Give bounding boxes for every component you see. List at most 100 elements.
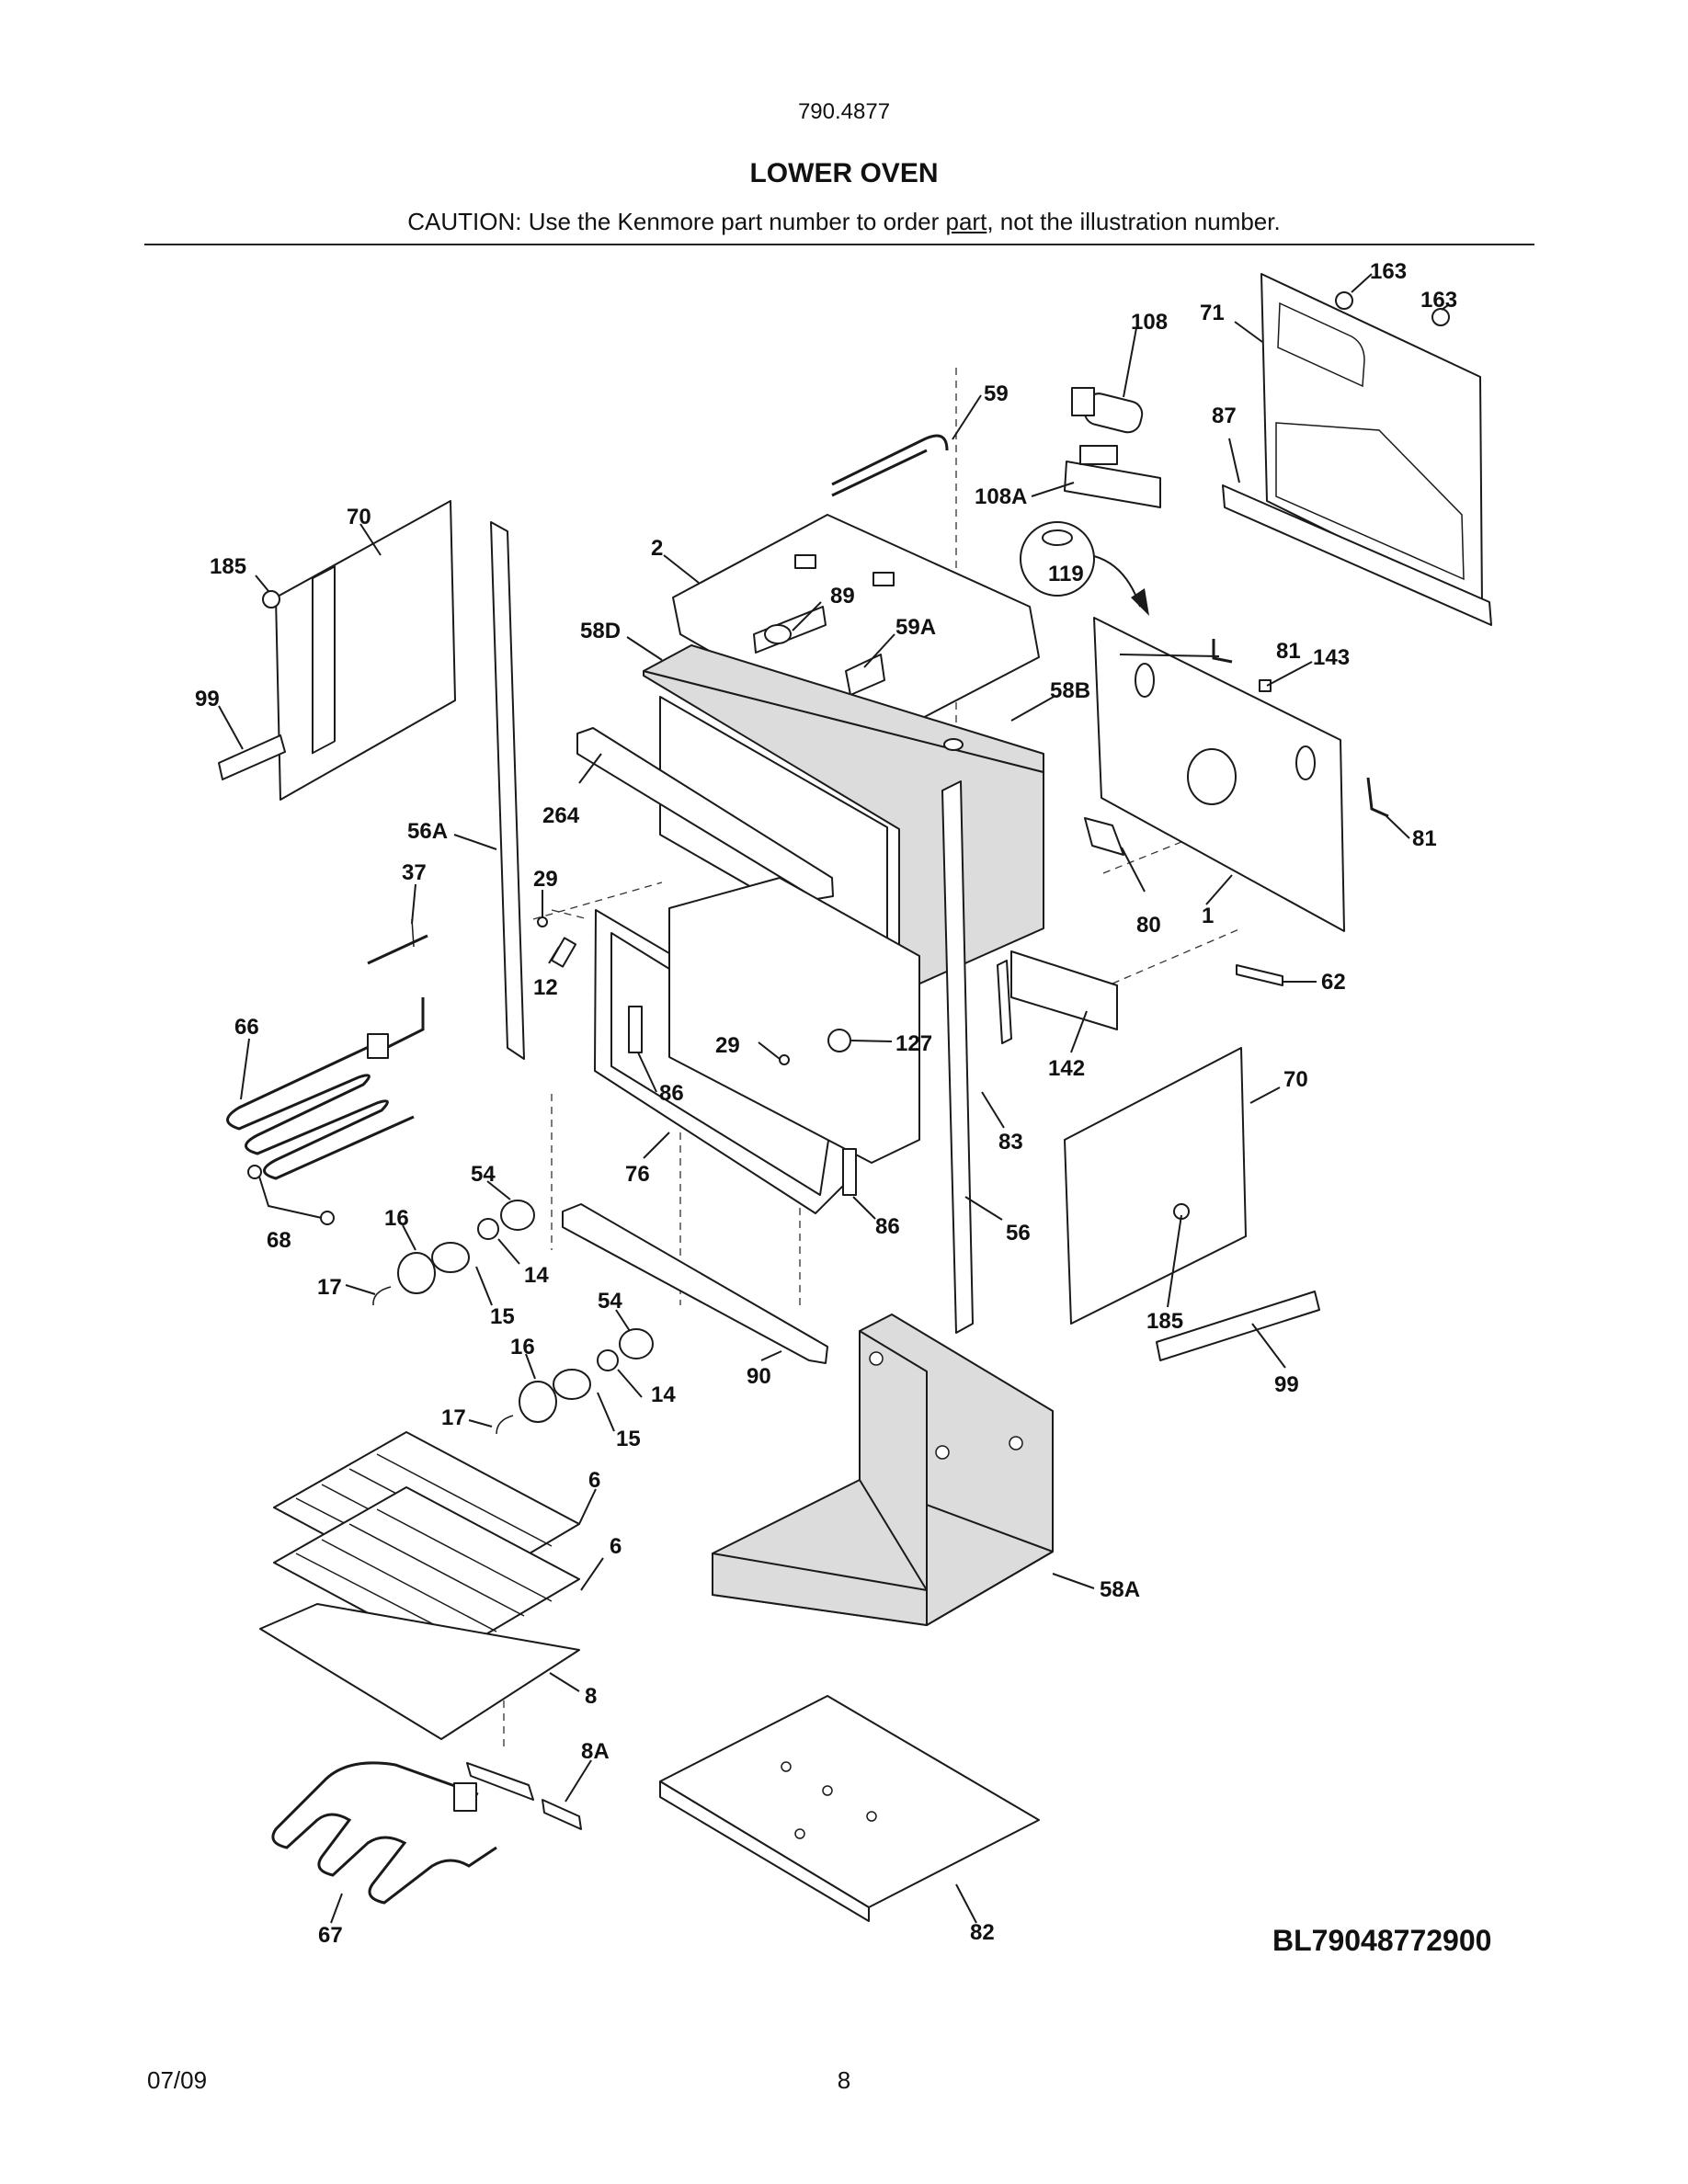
callout-81: 81 [1276, 639, 1301, 664]
callout-56: 56 [1006, 1221, 1031, 1246]
callout-99: 99 [195, 687, 220, 711]
oven-cavity-76 [594, 877, 920, 1214]
exploded-parts-diagram: 163 163 71 108 59 87 108A 70 185 2 119 8… [195, 259, 1492, 1948]
callout-labels: 163 163 71 108 59 87 108A 70 185 2 119 8… [195, 259, 1457, 1948]
bracket-8A [466, 1762, 582, 1830]
bake-element-127 [827, 1029, 851, 1052]
revision-date: 07/09 [147, 2066, 208, 2094]
callout-54: 54 [598, 1289, 622, 1314]
light-assembly-upper [372, 1200, 535, 1306]
trim-56A [490, 521, 525, 1060]
top-panel-2 [672, 514, 1040, 745]
callout-58D: 58D [580, 619, 621, 643]
leader-lines [218, 273, 1449, 1924]
callout-80: 80 [1136, 913, 1161, 938]
callout-37: 37 [402, 860, 427, 885]
callout-143: 143 [1313, 645, 1350, 670]
callout-142: 142 [1048, 1056, 1085, 1081]
side-panel-70-right [1064, 1047, 1247, 1325]
terminal-block-62 [1236, 964, 1283, 986]
callout-1: 1 [1202, 904, 1214, 928]
clip-143 [1259, 679, 1272, 692]
callout-70: 70 [347, 505, 371, 529]
callout-15: 15 [616, 1427, 641, 1451]
callout-127: 127 [895, 1031, 932, 1056]
callout-29: 29 [533, 867, 558, 892]
callout-70: 70 [1283, 1067, 1308, 1092]
bracket-99-left [218, 734, 286, 780]
bracket-87 [1222, 484, 1492, 626]
fan-bracket-108A [1064, 445, 1161, 508]
callout-89: 89 [830, 584, 855, 609]
callout-16: 16 [384, 1206, 409, 1231]
sensor-37 [367, 918, 428, 965]
callout-6: 6 [610, 1534, 622, 1559]
callout-17: 17 [317, 1275, 342, 1300]
callout-264: 264 [542, 803, 580, 828]
callout-54: 54 [471, 1162, 496, 1187]
callout-16: 16 [510, 1335, 535, 1359]
callout-8: 8 [585, 1684, 597, 1709]
callout-66: 66 [234, 1015, 259, 1040]
callout-76: 76 [625, 1162, 650, 1187]
vent-trim-264 [576, 727, 834, 900]
callout-6: 6 [588, 1468, 600, 1493]
callout-58A: 58A [1100, 1577, 1140, 1602]
callout-90: 90 [747, 1364, 771, 1389]
model-number: 790.4877 [797, 99, 891, 124]
callout-81: 81 [1412, 826, 1437, 851]
callout-185: 185 [1146, 1309, 1183, 1334]
caution-text-before: CAUTION: Use the Kenmore part number to … [407, 208, 946, 235]
thermostat-119 [1020, 521, 1149, 616]
screw-29-inside [779, 1054, 790, 1065]
broil-element-66 [226, 997, 425, 1180]
caution-text-after: , not the illustration number. [987, 208, 1281, 235]
insulation-58A [712, 1314, 1054, 1626]
callout-17: 17 [441, 1405, 466, 1430]
callout-12: 12 [533, 975, 558, 1000]
bracket-80 [1084, 817, 1124, 856]
bracket-59A [845, 654, 885, 696]
header-divider [144, 244, 1534, 245]
screw-29-left [537, 916, 548, 927]
caution-note: CAUTION: Use the Kenmore part number to … [0, 208, 1688, 236]
callout-62: 62 [1321, 970, 1346, 995]
callout-59: 59 [984, 381, 1009, 406]
callout-2: 2 [651, 536, 663, 561]
callout-59A: 59A [895, 615, 936, 640]
callout-68: 68 [267, 1228, 291, 1253]
bottom-tray-82 [659, 1695, 1040, 1922]
trim-56 [941, 780, 974, 1334]
callout-15: 15 [490, 1304, 515, 1329]
front-trim-90 [562, 1203, 828, 1364]
callout-29: 29 [715, 1033, 740, 1058]
hinge-86 [628, 1006, 857, 1196]
bracket-99-right [1156, 1291, 1320, 1361]
drip-pan-8 [259, 1603, 580, 1740]
callout-119: 119 [1048, 562, 1084, 586]
callout-8A: 8A [581, 1739, 610, 1764]
caution-text-underlined: part [945, 208, 987, 235]
diagram-code: BL79048772900 [1272, 1924, 1492, 1957]
callout-14: 14 [524, 1263, 549, 1288]
callout-14: 14 [651, 1382, 676, 1407]
callout-86: 86 [659, 1081, 684, 1106]
callout-86: 86 [875, 1214, 900, 1239]
light-assembly-lower [496, 1328, 654, 1435]
bake-element-67 [271, 1761, 497, 1905]
nut-163 [1335, 291, 1450, 326]
callout-108A: 108A [975, 484, 1027, 509]
bracket-89 [753, 606, 827, 654]
callout-185: 185 [210, 554, 246, 579]
callout-163: 163 [1420, 288, 1457, 313]
callout-83: 83 [998, 1130, 1023, 1155]
callout-87: 87 [1212, 404, 1237, 428]
hanger-68 [247, 1165, 335, 1225]
page-title: LOWER OVEN [749, 158, 939, 188]
back-panel-71 [1260, 273, 1483, 608]
callout-58B: 58B [1050, 678, 1090, 703]
insulation-58B [643, 644, 1044, 994]
back-panel-1 [1093, 617, 1345, 932]
nut-185-left [262, 590, 280, 609]
callout-67: 67 [318, 1923, 343, 1948]
